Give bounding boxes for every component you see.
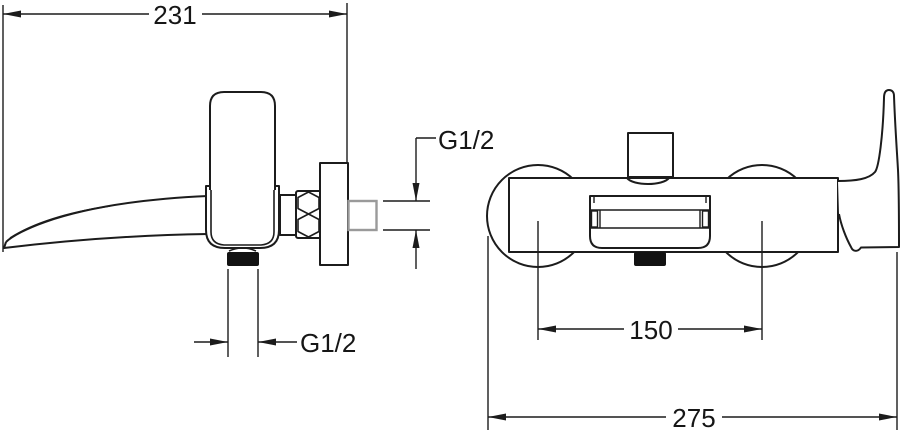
arrowhead-right xyxy=(210,338,228,346)
dim-g12-outlet-label: G1/2 xyxy=(300,328,356,358)
wall-connection xyxy=(279,162,378,266)
spout-bottom-edge xyxy=(3,233,209,249)
spout-side xyxy=(3,195,209,249)
front-aerator xyxy=(634,252,666,266)
arrowhead-left xyxy=(258,338,276,346)
dim-inlet-centers: 150 xyxy=(537,221,763,345)
dim-outlet-thread: G1/2 xyxy=(194,269,356,358)
outlet-aerator xyxy=(227,252,259,266)
dim-275-label: 275 xyxy=(672,403,715,433)
dim-union-thread: G1/2 xyxy=(383,125,494,269)
arrowhead-right xyxy=(329,10,347,18)
spout-band-lines xyxy=(591,209,709,229)
label-backing xyxy=(666,404,722,430)
body-inner-line xyxy=(210,190,275,246)
spout-left-tab xyxy=(590,210,599,228)
spout-right-tab xyxy=(701,210,710,228)
front-view: 150 275 xyxy=(486,89,900,433)
side-view: 231 xyxy=(2,0,494,358)
spout-front-outline xyxy=(589,195,711,249)
arrowhead-right xyxy=(879,413,897,421)
diverter-base-arc xyxy=(626,177,670,185)
dim-231-label: 231 xyxy=(153,0,196,30)
label-backing xyxy=(624,317,678,342)
dim-g12-union-label: G1/2 xyxy=(438,125,494,155)
faucet-body-side xyxy=(205,91,280,266)
body-cylinder xyxy=(209,91,276,190)
dim-overall-width: 275 xyxy=(487,236,898,433)
wall-flange xyxy=(319,162,349,266)
arrowhead-left xyxy=(488,413,506,421)
dim-150-label: 150 xyxy=(629,315,672,345)
dim-overall-depth: 231 xyxy=(2,0,348,252)
outlet-recess-arc xyxy=(228,247,257,252)
spout-front xyxy=(589,195,711,249)
union-stub xyxy=(279,194,297,236)
body-collar xyxy=(205,185,280,249)
diverter-knob xyxy=(627,132,674,178)
arrowhead-down xyxy=(412,183,420,201)
arrowhead-left xyxy=(3,10,21,18)
inlet-pipe-stub xyxy=(347,199,378,232)
spout-top-ticks xyxy=(593,196,707,203)
arrowhead-right xyxy=(744,325,762,333)
label-backing xyxy=(149,2,202,27)
arrowhead-up xyxy=(412,230,420,248)
spout-inner-edge xyxy=(9,205,111,239)
arrowhead-left xyxy=(538,325,556,333)
lever-handle xyxy=(837,89,900,252)
